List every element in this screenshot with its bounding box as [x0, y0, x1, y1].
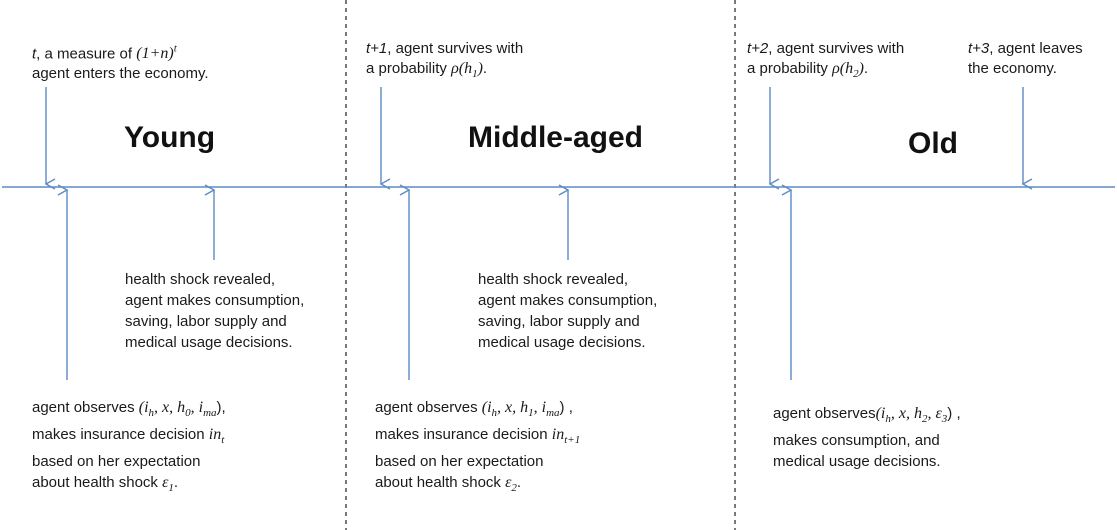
- top-label-t2-line2: a probability ρ(h2).: [747, 60, 869, 81]
- top-label-t1-line2: a probability ρ(h1).: [366, 60, 488, 81]
- observe-middle-line3: based on her expectation: [375, 453, 544, 471]
- observe-middle-line2: makes insurance decision int+1: [375, 426, 581, 447]
- observe-young-line3: based on her expectation: [32, 453, 201, 471]
- observe-old-line3: medical usage decisions.: [773, 453, 941, 471]
- observe-young-line1: agent observes (ih, x, h0, ima),: [32, 399, 226, 420]
- observe-middle-line4: about health shock ε2.: [375, 474, 522, 495]
- top-label-t-line2: agent enters the economy.: [32, 65, 209, 83]
- decision-middle-line: medical usage decisions.: [478, 334, 646, 351]
- stage-middle-title: Middle-aged: [468, 121, 644, 154]
- observe-old-line2: makes consumption, and: [773, 432, 940, 450]
- observe-old: agent observes(ih, x, h2, ε3) , makes co…: [773, 403, 961, 472]
- top-label-t: t, a measure of (1+n)t agent enters the …: [32, 39, 209, 84]
- decision-middle-line: agent makes consumption,: [478, 292, 658, 309]
- observe-old-line1: agent observes(ih, x, h2, ε3) ,: [773, 405, 961, 426]
- decision-middle-line: health shock revealed,: [478, 271, 629, 288]
- top-label-t3-line2: the economy.: [968, 60, 1057, 77]
- stage-young-title: Young: [124, 121, 216, 154]
- observe-young: agent observes (ih, x, h0, ima), makes i…: [32, 397, 226, 500]
- observe-middle-line1: agent observes (ih, x, h1, ima) ,: [375, 399, 573, 420]
- stage-old-title: Old: [908, 127, 958, 160]
- decision-young: health shock revealed, agent makes consu…: [125, 269, 304, 353]
- top-label-t3: t+3, agent leaves the economy.: [968, 39, 1083, 79]
- decision-middle: health shock revealed, agent makes consu…: [478, 269, 657, 353]
- decision-young-line: agent makes consumption,: [125, 292, 305, 309]
- observe-middle: agent observes (ih, x, h1, ima) , makes …: [375, 397, 580, 500]
- observe-young-line4: about health shock ε1.: [32, 474, 179, 495]
- top-label-t2-line1: t+2, agent survives with: [747, 40, 905, 57]
- top-label-t2: t+2, agent survives with a probability ρ…: [747, 39, 904, 84]
- decision-young-line: health shock revealed,: [125, 271, 276, 288]
- top-label-t3-line1: t+3, agent leaves: [968, 40, 1083, 57]
- decision-middle-line: saving, labor supply and: [478, 313, 640, 330]
- top-label-t1-line1: t+1, agent survives with: [366, 40, 524, 57]
- state-vector-young: (ih, x, h0, ima: [138, 399, 217, 420]
- state-vector-old: (ih, x, h2, ε3: [875, 405, 948, 426]
- insurance-decision-young: int: [208, 426, 225, 447]
- survival-prob-h2: ρ(h2): [832, 60, 864, 81]
- population-formula: (1+n)t: [136, 43, 177, 63]
- survival-prob-h1: ρ(h1): [451, 60, 483, 81]
- state-vector-middle: (ih, x, h1, ima: [481, 399, 560, 420]
- decision-young-line: saving, labor supply and: [125, 313, 287, 330]
- top-label-t1: t+1, agent survives with a probability ρ…: [366, 39, 523, 84]
- top-label-t-line1: t, a measure of (1+n)t: [32, 43, 177, 63]
- shock-young: ε1: [162, 474, 174, 495]
- shock-middle: ε2: [505, 474, 517, 495]
- observe-young-line2: makes insurance decision int: [32, 426, 225, 447]
- decision-young-line: medical usage decisions.: [125, 334, 293, 351]
- insurance-decision-middle: int+1: [551, 426, 581, 447]
